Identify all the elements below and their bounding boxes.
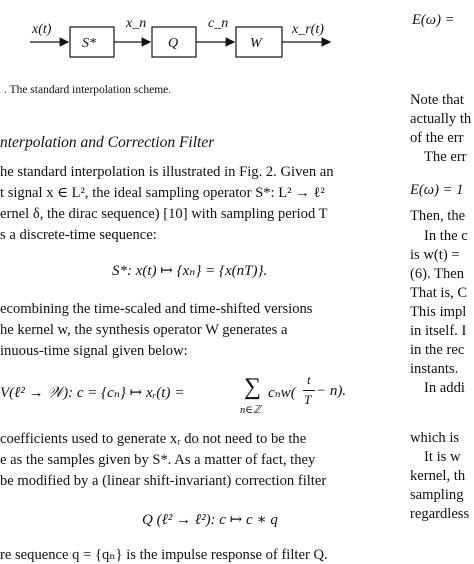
fraction-bar <box>303 390 315 391</box>
para3-line3: be modified by a (linear shift-invariant… <box>0 473 327 489</box>
para1-line3: ernel δ, the dirac sequence) [10] with s… <box>0 206 328 222</box>
right-line-12: This impl <box>410 304 467 320</box>
right-line-5: The err <box>424 149 467 165</box>
right-line-20: sampling <box>410 487 464 503</box>
equation-correction: Q (ℓ² → ℓ²): c ↦ c ∗ q <box>142 512 278 528</box>
right-line-2: Note that <box>410 92 464 108</box>
right-line-9: is w(t) = <box>410 247 460 263</box>
equation-synthesis-end: − n). <box>316 383 347 399</box>
para1-line1: he standard interpolation is illustrated… <box>0 164 334 180</box>
para3-line1: coefficients used to generate xᵣ do not … <box>0 431 307 447</box>
para3-line2: e as the samples given by S*. As a matte… <box>0 452 316 468</box>
block-label-q: Q <box>168 36 178 51</box>
fraction-numerator: t <box>307 372 311 387</box>
right-line-18: It is w <box>424 449 461 465</box>
right-line-6: E(ω) = 1 <box>410 182 464 198</box>
edge-label-xn: x_n <box>125 16 146 31</box>
input-label: x(t) <box>31 22 52 37</box>
block-label-s: S* <box>82 36 96 51</box>
right-line-17: which is <box>410 430 460 446</box>
right-line-21: regardless <box>410 506 470 522</box>
equation-sampling: S*: x(t) ↦ {xₙ} = {x(nT)}. <box>112 263 268 279</box>
para2-line1: ecombining the time-scaled and time-shif… <box>0 301 313 317</box>
block-diagram: x(t) S* x_n Q c_n W x_r(t) <box>30 16 332 58</box>
equation-synthesis-right: cₙw( <box>268 385 296 401</box>
sum-subscript: n∈ℤ <box>240 405 261 416</box>
block-label-w: W <box>250 36 263 51</box>
section-heading: nterpolation and Correction Filter <box>0 134 215 151</box>
figure-caption: . The standard interpolation scheme. <box>4 84 172 96</box>
right-line-8: In the c <box>424 228 468 244</box>
equation-synthesis-left: V(ℓ² → 𝒲): c = {cₙ} ↦ xᵣ(t) = <box>0 385 185 401</box>
para2-line2: he kernel w, the synthesis operator W ge… <box>0 322 288 338</box>
right-line-4: of the err <box>410 130 464 146</box>
right-line-13: in itself. I <box>410 323 467 339</box>
right-line-14: in the rec <box>410 342 465 358</box>
right-line-19: kernel, th <box>410 468 466 484</box>
right-line-1: E(ω) = <box>412 12 455 28</box>
right-line-15: instants. <box>410 361 459 377</box>
right-line-3: actually th <box>410 111 472 127</box>
para1-line4: s a discrete-time sequence: <box>0 227 157 243</box>
right-line-7: Then, the <box>410 208 466 224</box>
edge-label-cn: c_n <box>208 16 228 31</box>
output-label: x_r(t) <box>291 22 324 37</box>
right-line-11: That is, C <box>410 285 468 301</box>
fraction-denominator: T <box>304 392 312 407</box>
right-line-16: In addi <box>424 380 465 396</box>
sum-symbol: ∑ <box>244 374 262 400</box>
para4-line1: re sequence q = {qₙ} is the impulse resp… <box>0 547 328 563</box>
block-w <box>235 26 283 58</box>
para2-line3: inuous-time signal given below: <box>0 343 188 359</box>
para1-line2: t signal x ∈ L², the ideal sampling oper… <box>0 185 325 201</box>
right-line-10: (6). Then <box>410 266 465 282</box>
